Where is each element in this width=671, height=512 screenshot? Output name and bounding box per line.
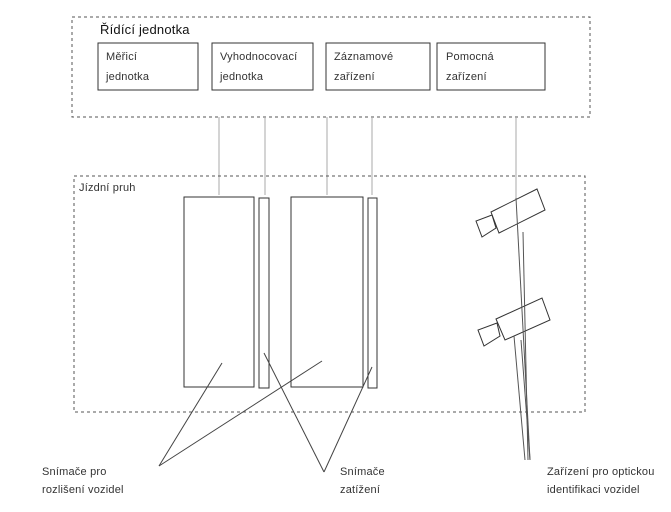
- leader-vehicle-sensor-2: [158, 360, 323, 467]
- leader-load-sensor-1: [263, 352, 325, 473]
- vehicle-sensors-line1: Snímače pro: [42, 466, 107, 478]
- load-sensor-strip-2: [367, 197, 378, 389]
- evaluation-unit-line2: jednotka: [220, 71, 264, 83]
- recording-device-box: [325, 42, 431, 91]
- connection-lines: [218, 117, 517, 198]
- auxiliary-device-line1: Pomocná: [446, 51, 494, 63]
- leader-load-sensor-2: [323, 366, 373, 473]
- measuring-unit-label: Měřicí jednotka: [106, 47, 149, 87]
- lane-box: [73, 175, 586, 413]
- control-unit-box: [71, 16, 591, 118]
- recording-device-label: Záznamové zařízení: [334, 47, 393, 87]
- lane-title: Jízdní pruh: [79, 182, 136, 194]
- leader-lines: [158, 352, 373, 473]
- measuring-unit-line2: jednotka: [106, 71, 150, 83]
- optical-lines: [513, 197, 531, 461]
- load-sensors-line2: zatížení: [340, 484, 381, 496]
- control-unit-title: Řídící jednotka: [100, 22, 190, 37]
- auxiliary-device-label: Pomocná zařízení: [446, 47, 494, 87]
- evaluation-unit-box: [211, 42, 314, 91]
- camera-1-icon: [475, 188, 546, 238]
- optical-id-label: Zařízení pro optickou identifikaci vozid…: [547, 463, 655, 499]
- camera-2-icon: [477, 297, 551, 347]
- vehicle-sensors-label: Snímače pro rozlišení vozidel: [42, 463, 124, 499]
- load-sensor-strip-1: [258, 197, 270, 389]
- load-sensors-label: Snímače zatížení: [340, 463, 385, 499]
- measuring-unit-box: [97, 42, 199, 91]
- optical-id-line1: Zařízení pro optickou: [547, 466, 655, 478]
- load-sensors-line1: Snímače: [340, 466, 385, 478]
- vehicle-sensors-line2: rozlišení vozidel: [42, 484, 124, 496]
- evaluation-unit-line1: Vyhodnocovací: [220, 51, 298, 63]
- auxiliary-device-line2: zařízení: [446, 71, 487, 83]
- optical-id-line2: identifikaci vozidel: [547, 484, 640, 496]
- recording-device-line2: zařízení: [334, 71, 375, 83]
- evaluation-unit-label: Vyhodnocovací jednotka: [220, 47, 297, 87]
- measuring-unit-line1: Měřicí: [106, 51, 138, 63]
- auxiliary-device-box: [436, 42, 546, 91]
- vehicle-sensor-loop-1: [183, 196, 255, 388]
- leader-vehicle-sensor-1: [158, 362, 223, 467]
- recording-device-line1: Záznamové: [334, 51, 394, 63]
- vehicle-sensor-loop-2: [290, 196, 364, 388]
